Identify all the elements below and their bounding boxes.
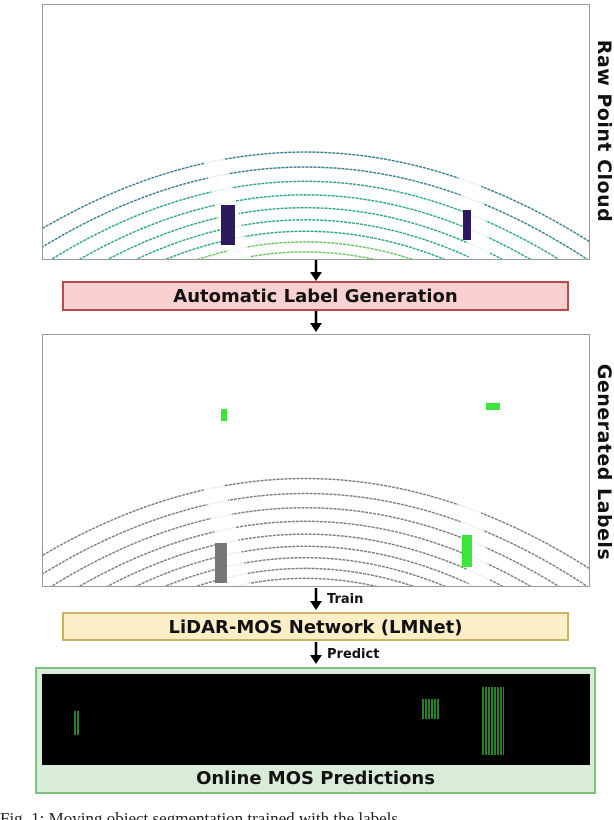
online-mos-predictions-box: Online MOS Predictions bbox=[35, 667, 596, 794]
scan-ring bbox=[107, 207, 504, 259]
moving-object bbox=[221, 409, 227, 421]
scan-shadow bbox=[163, 335, 251, 586]
prediction-range-image bbox=[42, 674, 590, 765]
scan-ring bbox=[235, 251, 375, 259]
predict-arrow-label: Predict bbox=[327, 647, 380, 662]
prediction-points bbox=[74, 687, 504, 755]
raw-point-cloud-label: Raw Point Cloud bbox=[593, 39, 614, 223]
scan-ring bbox=[43, 151, 589, 243]
scan-ring bbox=[197, 241, 413, 259]
moving-object bbox=[462, 535, 472, 567]
moving-object bbox=[486, 403, 500, 410]
scan-object bbox=[463, 210, 471, 240]
arrow-down-predict bbox=[310, 642, 322, 664]
arrow-down-2 bbox=[310, 311, 322, 332]
raw-point-cloud-panel bbox=[42, 4, 590, 260]
automatic-label-generation-step: Automatic Label Generation bbox=[62, 281, 569, 311]
scan-ring bbox=[135, 219, 475, 259]
scan-shadow bbox=[436, 5, 491, 259]
generated-labels-panel bbox=[42, 334, 590, 587]
raw-point-cloud-image bbox=[43, 5, 589, 259]
scan-ring bbox=[106, 533, 504, 586]
scan-ring bbox=[79, 194, 531, 259]
online-mos-predictions-title: Online MOS Predictions bbox=[196, 768, 435, 789]
scan-ring bbox=[135, 545, 475, 586]
scan-ring bbox=[79, 520, 532, 586]
figure-caption: Fig. 1: Moving object segmentation train… bbox=[0, 809, 399, 820]
lidar-mos-network-step: LiDAR-MOS Network (LMNet) bbox=[62, 612, 569, 641]
scan-ring bbox=[233, 577, 377, 586]
arrow-down-train bbox=[310, 588, 322, 610]
scan-object bbox=[221, 205, 235, 245]
scan-ring bbox=[43, 478, 589, 570]
static-object bbox=[215, 543, 227, 583]
generated-labels-image bbox=[43, 335, 589, 586]
train-arrow-label: Train bbox=[327, 592, 364, 607]
scan-shadow bbox=[163, 5, 251, 259]
scan-ring bbox=[165, 230, 445, 259]
scan-ring bbox=[195, 567, 415, 586]
scan-ring bbox=[164, 556, 446, 586]
scan-shadow bbox=[436, 335, 491, 586]
arrow-down-1 bbox=[310, 260, 322, 281]
generated-labels-label: Generated Labels bbox=[593, 363, 614, 561]
